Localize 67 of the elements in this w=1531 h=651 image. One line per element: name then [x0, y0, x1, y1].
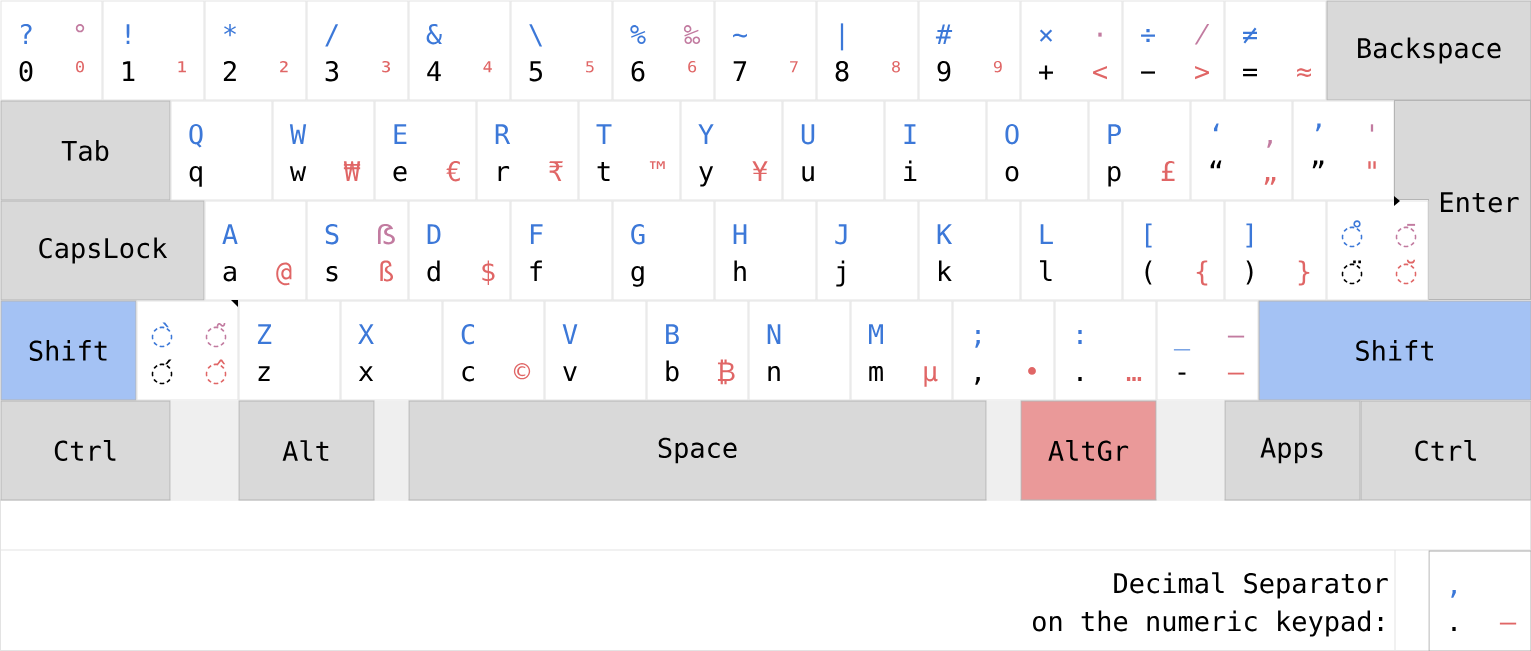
key: L l [1020, 200, 1123, 301]
key: T t ™ [578, 100, 681, 201]
key: ~ 7 ⁷ [714, 0, 817, 101]
key: E e € [374, 100, 477, 201]
key: M m µ [850, 300, 953, 401]
blank-key-space [375, 401, 408, 500]
key: W w ₩ [272, 100, 375, 201]
key: R r ₹ [476, 100, 579, 201]
key: % ‰ 6 ⁶ [612, 0, 715, 101]
key: ◌̊ ◌̄ ◌̈ ◌̆ [1326, 200, 1429, 301]
key: Shift [1258, 300, 1531, 401]
key: * 2 ² [204, 0, 307, 101]
note-text: on the numeric keypad: [1033, 610, 1383, 637]
key: Apps [1224, 400, 1361, 501]
key: J j [816, 200, 919, 301]
key: S ẞ s ß [306, 200, 409, 301]
key: _ – - — [1156, 300, 1259, 401]
key: Q q [170, 100, 273, 201]
key: D d $ [408, 200, 511, 301]
key: X x [340, 300, 443, 401]
key: Y y ¥ [680, 100, 783, 201]
key: Ctrl [1360, 400, 1531, 501]
key: ] ) } [1224, 200, 1327, 301]
key: & 4 ⁴ [408, 0, 511, 101]
key: ◌̀ ◌̃ ◌́ ◌̂ [136, 300, 239, 401]
key: Backspace [1326, 0, 1531, 101]
blank-key-space [1157, 401, 1224, 500]
key: ! 1 ¹ [102, 0, 205, 101]
blank-key-space [171, 401, 238, 500]
key: H h [714, 200, 817, 301]
key: ‘ ‚ “ „ [1190, 100, 1293, 201]
key: V v [544, 300, 647, 401]
key: / 3 ³ [306, 0, 409, 101]
key: : . … [1054, 300, 1157, 401]
key: ; , • [952, 300, 1055, 401]
key: Ctrl [0, 400, 171, 501]
key: [ ( { [1122, 200, 1225, 301]
key: G g [612, 200, 715, 301]
key: A a @ [204, 200, 307, 301]
key: # 9 ⁹ [918, 0, 1021, 101]
key: O o [986, 100, 1089, 201]
key: B b ₿ [646, 300, 749, 401]
key: × · + < [1020, 0, 1123, 101]
key: , . – [1428, 550, 1531, 651]
blank-key-space [987, 401, 1020, 500]
key: ≠ = ≈ [1224, 0, 1327, 101]
key: ’ ' ” " [1292, 100, 1395, 201]
key: U u [782, 100, 885, 201]
key: | 8 ⁸ [816, 0, 919, 101]
key: K k [918, 200, 1021, 301]
key: I i [884, 100, 987, 201]
key: ÷ ⁄ − > [1122, 0, 1225, 101]
node-label: Enter [1440, 192, 1519, 213]
key: C c © [442, 300, 545, 401]
key: Shift [0, 300, 137, 401]
key: Tab [0, 100, 171, 201]
key: N n [748, 300, 851, 401]
key: CapsLock [0, 200, 205, 301]
key: \ 5 ⁵ [510, 0, 613, 101]
key: Z z [238, 300, 341, 401]
key: Alt [238, 400, 375, 501]
key: P p £ [1088, 100, 1191, 201]
key: F f [510, 200, 613, 301]
key: AltGr [1020, 400, 1157, 501]
note-text: Decimal Separator [1114, 572, 1388, 599]
key: ? ° 0 ⁰ [0, 0, 103, 101]
key: Space [408, 400, 987, 501]
